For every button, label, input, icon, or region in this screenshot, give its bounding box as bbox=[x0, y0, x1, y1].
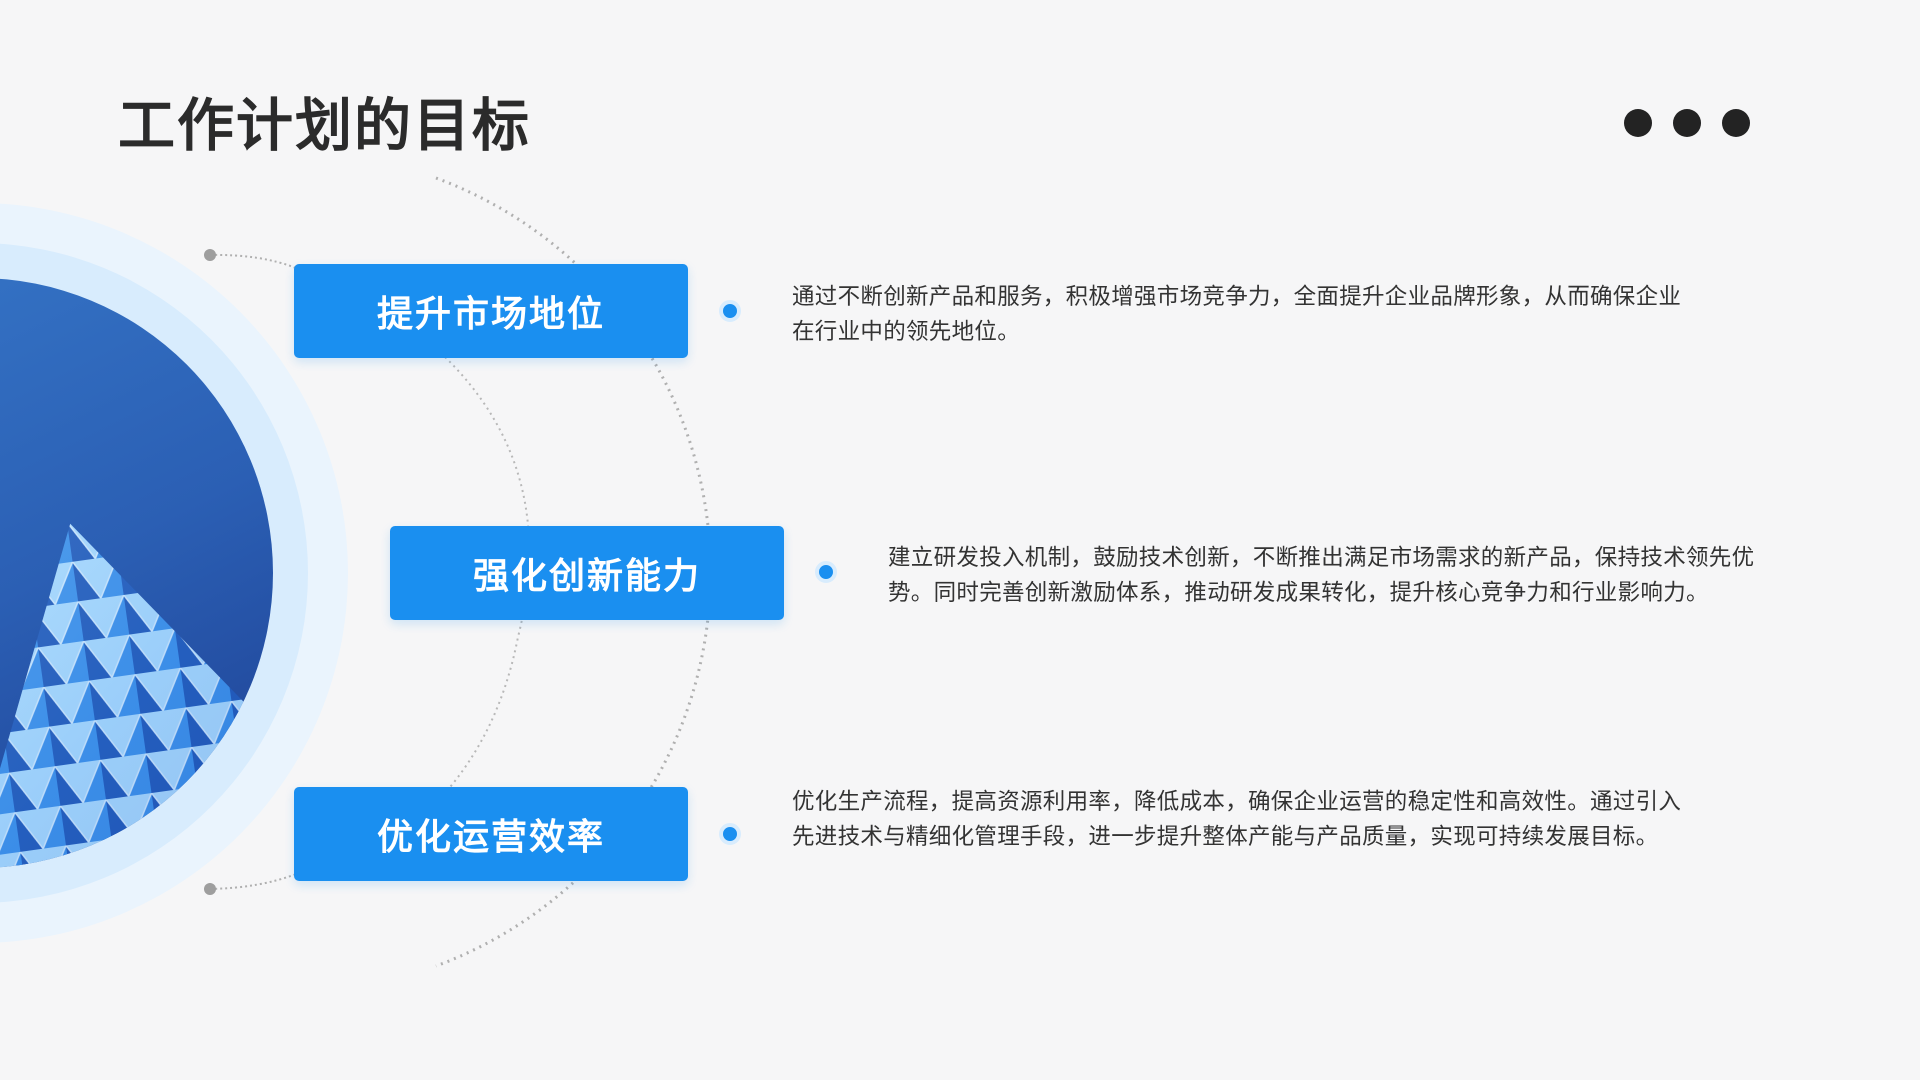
goal-desc-market: 通过不断创新产品和服务，积极增强市场竞争力，全面提升企业品牌形象，从而确保企业在… bbox=[792, 284, 1682, 345]
goal-desc-operations: 优化生产流程，提高资源利用率，降低成本，确保企业运营的稳定性和高效性。通过引入先… bbox=[792, 789, 1682, 850]
page-title: 工作计划的目标 bbox=[118, 93, 531, 159]
goal-label-market: 提升市场地位 bbox=[294, 264, 688, 358]
more-dots-icon[interactable] bbox=[1624, 109, 1750, 137]
marker-dot-3 bbox=[719, 823, 741, 845]
endpoint-dot-top bbox=[204, 249, 216, 261]
goal-label-innovation: 强化创新能力 bbox=[390, 526, 784, 620]
marker-dot-2 bbox=[815, 561, 837, 583]
goal-desc-innovation: 建立研发投入机制，鼓励技术创新，不断推出满足市场需求的新产品，保持技术领先优势。… bbox=[888, 545, 1755, 606]
dot bbox=[1624, 109, 1652, 137]
inner-arc bbox=[444, 356, 531, 794]
endpoint-dot-bottom bbox=[204, 883, 216, 895]
marker-dot-1 bbox=[719, 300, 741, 322]
goal-label-operations: 优化运营效率 bbox=[294, 787, 688, 881]
dot bbox=[1673, 109, 1701, 137]
dot bbox=[1722, 109, 1750, 137]
